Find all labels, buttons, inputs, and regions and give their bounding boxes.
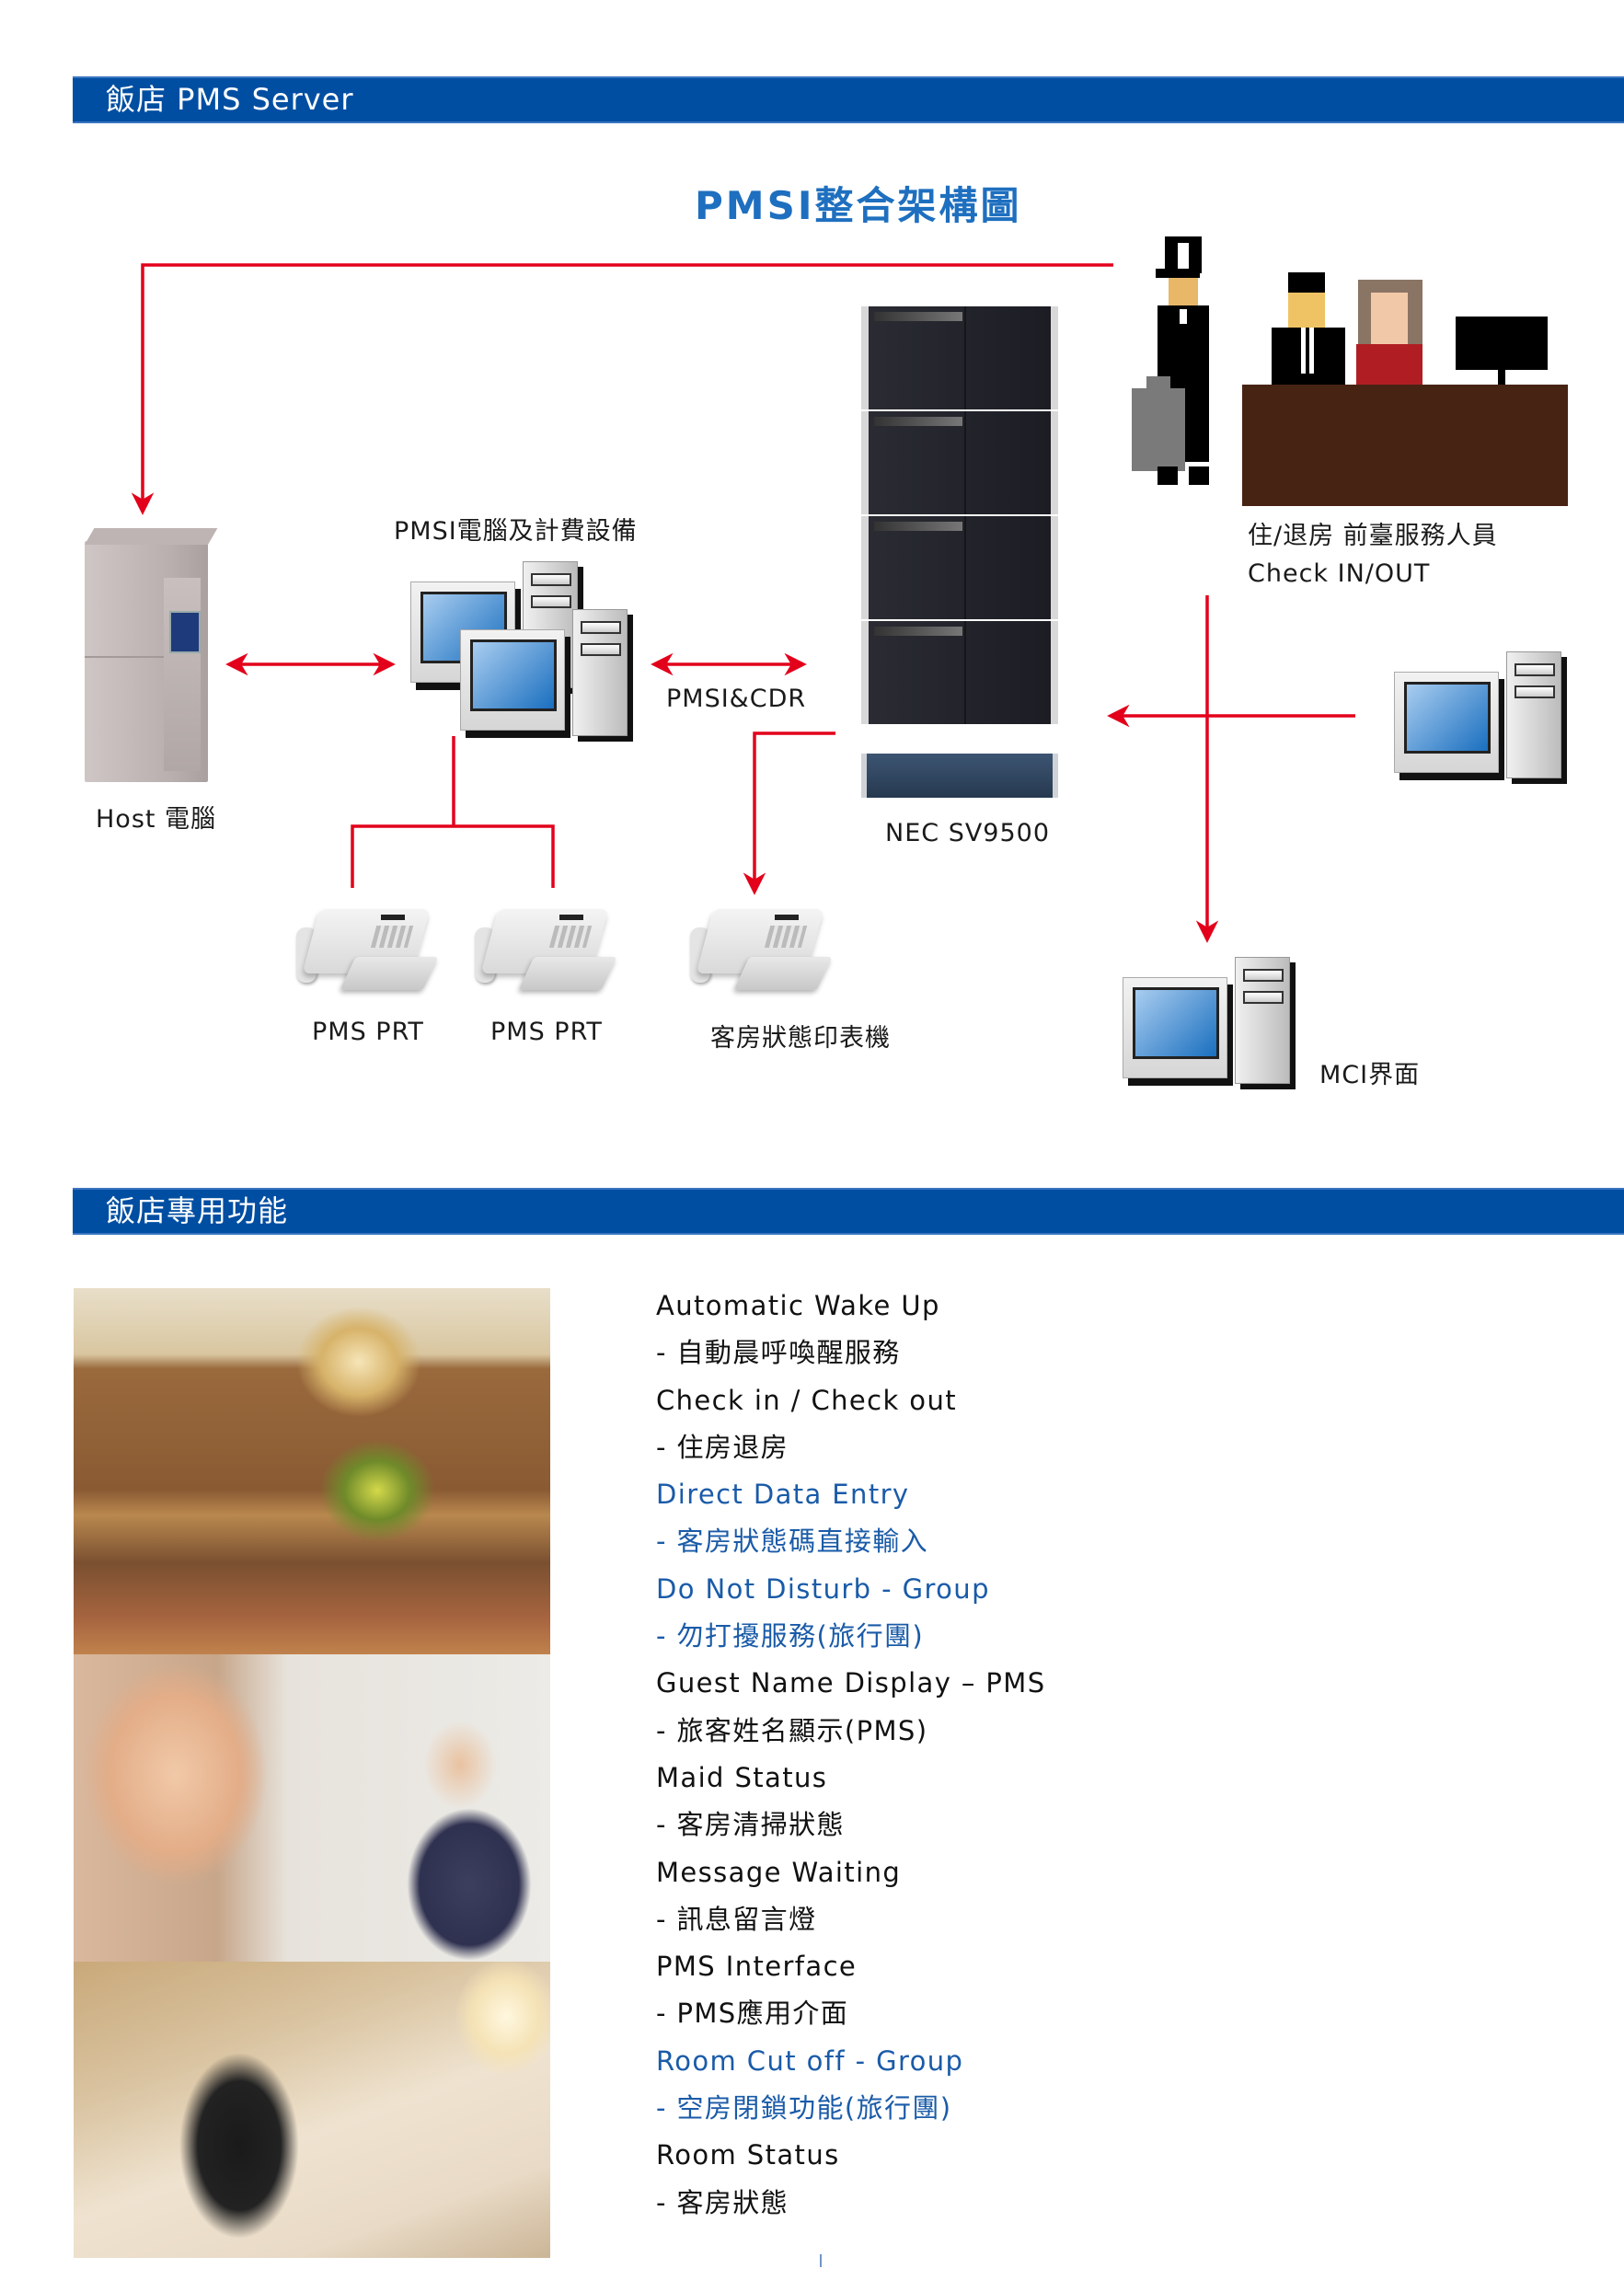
feature-description: - 訊息留言燈	[656, 1903, 817, 1935]
front-desk-label-cn: 住/退房 前臺服務人員	[1248, 522, 1498, 550]
feature-item: Automatic Wake Up - 自動晨呼喚醒服務	[656, 1283, 1300, 1377]
feature-title: Message Waiting	[656, 1856, 902, 1888]
feature-title: PMS Interface	[656, 1951, 858, 1983]
feature-item: Room Cut off - Group - 空房閉鎖功能(旅行團)	[656, 2038, 1300, 2133]
feature-description: - 住房退房	[656, 1431, 789, 1463]
front-desk-label-en: Check IN/OUT	[1248, 559, 1431, 588]
feature-item: PMS Interface - PMS應用介面	[656, 1943, 1300, 2038]
line-printer-bracket	[351, 824, 555, 888]
receptionist-female	[1356, 344, 1422, 386]
feature-item: Message Waiting - 訊息留言燈	[656, 1849, 1300, 1944]
printer-label-2: PMS PRT	[490, 1018, 603, 1046]
feature-title: Direct Data Entry	[656, 1479, 910, 1511]
front-desk	[1242, 385, 1568, 506]
line-nec-to-status-printer	[743, 731, 835, 895]
feature-description: - PMS應用介面	[656, 1998, 849, 2030]
feature-description: - 自動晨呼喚醒服務	[656, 1337, 901, 1369]
diagram-title: PMSI整合架構圖	[695, 183, 1022, 228]
page-marker	[820, 2254, 822, 2267]
feature-item: Maid Status - 客房清掃狀態	[656, 1755, 1300, 1849]
housekeeping-maid-photo	[74, 1962, 550, 2258]
room-status-printer-label: 客房狀態印表機	[710, 1024, 891, 1053]
pmsi-cdr-link-label: PMSI&CDR	[666, 685, 807, 713]
printer-icon-1	[293, 900, 440, 1001]
front-desk-pixel-art	[1130, 232, 1572, 506]
feature-title: Room Cut off - Group	[656, 2044, 964, 2077]
printer-icon-2	[471, 900, 618, 1001]
section-header-text: 飯店 PMS Server	[106, 82, 354, 117]
hotel-lobby-photo	[74, 1288, 550, 1654]
mci-label: MCI界面	[1319, 1061, 1421, 1089]
feature-item: Guest Name Display – PMS - 旅客姓名顯示(PMS)	[656, 1660, 1300, 1755]
feature-title: Guest Name Display – PMS	[656, 1667, 1046, 1699]
feature-title: Room Status	[656, 2139, 840, 2171]
connection-lines	[131, 263, 1355, 943]
nec-label: NEC SV9500	[885, 819, 1051, 847]
feature-item: Direct Data Entry - 客房狀態碼直接輸入	[656, 1471, 1300, 1566]
host-label: Host 電腦	[96, 805, 217, 834]
feature-item: Do Not Disturb - Group - 勿打擾服務(旅行團)	[656, 1566, 1300, 1661]
section-header-hotel-features: 飯店專用功能	[73, 1188, 1624, 1235]
feature-title: Maid Status	[656, 1761, 828, 1793]
feature-list: Automatic Wake Up - 自動晨呼喚醒服務 Check in / Ch…	[656, 1283, 1300, 2227]
feature-description: - 客房狀態碼直接輸入	[656, 1526, 929, 1558]
feature-title: Check in / Check out	[656, 1384, 957, 1416]
pmsi-pc-label: PMSI電腦及計費設備	[394, 517, 638, 546]
room-status-printer-icon	[686, 900, 834, 1001]
feature-description: - 勿打擾服務(旅行團)	[656, 1620, 925, 1652]
line-frontdesk-to-host	[131, 263, 1113, 515]
desk-monitor-icon	[1456, 317, 1548, 370]
feature-description: - 旅客姓名顯示(PMS)	[656, 1714, 928, 1746]
feature-description: - 客房清掃狀態	[656, 1809, 845, 1841]
suitcase-icon	[1132, 388, 1185, 471]
host-server-icon	[85, 528, 218, 782]
telephone-operator-photo	[74, 1654, 550, 1962]
section-header-text: 飯店專用功能	[106, 1193, 289, 1228]
printer-label-1: PMS PRT	[312, 1018, 424, 1046]
feature-title: Automatic Wake Up	[656, 1290, 940, 1321]
feature-description: - 空房閉鎖功能(旅行團)	[656, 2092, 952, 2125]
feature-title: Do Not Disturb - Group	[656, 1572, 990, 1605]
feature-item: Check in / Check out - 住房退房	[656, 1377, 1300, 1472]
section-header-pms-server: 飯店 PMS Server	[73, 76, 1624, 123]
nec-pbx-rack-icon	[854, 306, 1065, 803]
feature-description: - 客房狀態	[656, 2186, 789, 2218]
feature-item: Room Status - 客房狀態	[656, 2132, 1300, 2227]
